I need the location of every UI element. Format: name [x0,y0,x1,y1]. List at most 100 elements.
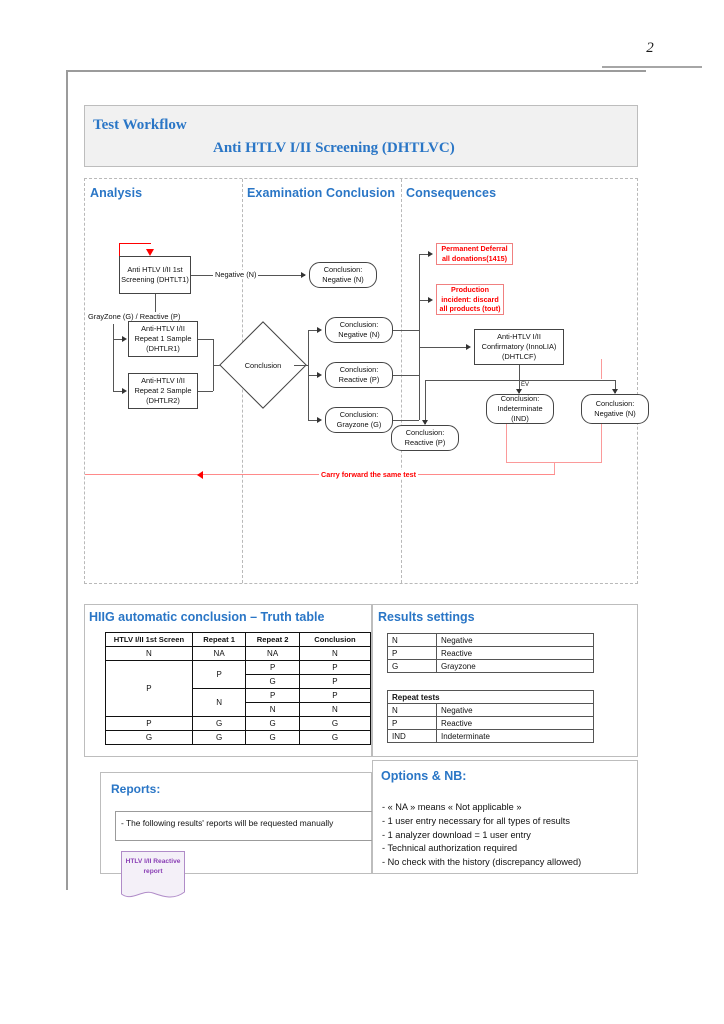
lane-label-consequences: Consequences [406,186,497,200]
edge-reactive-out [393,375,419,376]
table-row: N Negative [387,703,594,717]
arrowhead-conf-negative [611,389,618,394]
lane-label-analysis: Analysis [90,186,143,200]
node-repeat-2-sample[interactable]: Anti-HTLV I/II Repeat 2 Sample (DHTLR2) [128,373,198,409]
edge-branch-to-repeat2 [113,391,125,392]
edge-grayzone-out [393,420,419,421]
node-conclusion-negative-mid[interactable]: Conclusion: Negative (N) [325,317,393,343]
carry-forward-entry-vertical [119,243,120,257]
th-repeat2: Repeat 2 [245,632,300,647]
cell-code: P [387,716,437,730]
truth-table: HTLV I/II 1st Screen Repeat 1 Repeat 2 C… [105,632,372,745]
page-title: Test Workflow [93,117,187,133]
th-repeat1: Repeat 1 [191,632,247,647]
reports-note: - The following results' reports will be… [115,811,377,841]
truth-table-title: HIIG automatic conclusion – Truth table [89,610,325,624]
options-list: - « NA » means « Not applicable » - 1 us… [382,801,581,870]
cell-meaning: Negative [436,633,594,647]
node-conclusion-reactive-confirmatory[interactable]: Conclusion: Reactive (P) [391,425,459,451]
arrowhead-production-incident [428,296,433,303]
reports-panel: Reports: - The following results' report… [100,772,377,898]
results-settings-title: Results settings [378,610,475,624]
cell-conclusion: P [298,688,372,703]
th-conclusion: Conclusion [298,632,372,647]
cell-meaning: Reactive [436,716,594,730]
cell-repeat1: G [191,716,247,731]
node-confirmatory[interactable]: Anti-HTLV I/II Confirmatory (InnoLIA) (D… [474,329,564,365]
table-row: P Reactive [387,646,594,660]
list-item: - 1 analyzer download = 1 user entry [382,829,531,840]
edge-to-permanent-deferral [419,254,431,255]
node-first-screening[interactable]: Anti HTLV I/II 1st Screening (DHTLT1) [119,256,191,294]
title-band: Test Workflow Anti HTLV I/II Screening (… [84,105,638,167]
cell-repeat1: P [191,660,247,689]
page-subtitle: Anti HTLV I/II Screening (DHTLVC) [213,140,455,156]
table-row: IND Indeterminate [387,729,594,743]
results-primary-table: N Negative P Reactive G Grayzone [387,633,594,673]
edge-label-negative: Negative (N) [213,270,259,279]
node-conclusion-reactive[interactable]: Conclusion: Reactive (P) [325,362,393,388]
carry-forward-label: Carry forward the same test [319,470,419,479]
arrowhead-negative-mid [317,326,322,333]
node-conclusion-grayzone[interactable]: Conclusion: Grayzone (G) [325,407,393,433]
carry-red-neg-down [601,424,602,462]
edge-consequence-spine [419,254,420,420]
page-frame-left [66,70,68,890]
arrowhead-to-negative-top [301,271,306,278]
cell-conclusion: N [298,646,372,661]
carry-forward-arrowhead-down [146,249,154,256]
table-row: P G G G [105,716,372,731]
node-permanent-deferral[interactable]: Permanent Deferral all donations(1415) [436,243,513,265]
th-screen: HTLV I/II 1st Screen [105,632,193,647]
cell-repeat2: P [245,660,300,675]
node-production-incident[interactable]: Production incident: discard all product… [436,284,504,315]
list-item: - No check with the history (discrepancy… [382,857,582,868]
table-row: N Negative [387,633,594,647]
edge-diamond-out [294,365,308,366]
table-row: N P P [106,688,372,717]
results-settings-panel: Results settings N Negative P Reactive G… [372,604,638,757]
carry-red-right-vertical [601,359,602,379]
cell-meaning: Grayzone [436,659,594,673]
node-conclusion-decision-label: Conclusion [244,361,282,370]
cell-screen: P [105,716,193,731]
edge-to-grayzone [308,420,320,421]
arrowhead-repeat1 [122,335,127,342]
cell-screen: P [105,660,193,717]
arrowhead-confirmatory [466,343,471,350]
edge-to-confirmatory [419,347,469,348]
edge-screening-down [155,294,156,318]
cell-screen: N [105,646,193,661]
cell-conclusion: N [298,702,372,717]
edge-confirmatory-down [519,365,520,380]
node-repeat-1-sample[interactable]: Anti-HTLV I/II Repeat 1 Sample (DHTLR1) [128,321,198,357]
list-item: - 1 user entry necessary for all types o… [382,815,570,826]
cell-code: N [387,703,437,717]
list-item: - « NA » means « Not applicable » [382,802,522,812]
edge-branch-to-repeat1 [113,339,125,340]
cell-repeat2: P [245,688,300,703]
node-conclusion-negative-top[interactable]: Conclusion: Negative (N) [309,262,377,288]
node-conclusion-negative-confirmatory[interactable]: Conclusion: Negative (N) [581,394,649,424]
table-header-row: Repeat tests [387,690,594,704]
cell-code: IND [387,729,437,743]
cell-code: P [387,646,437,660]
cell-repeat2: G [245,716,300,731]
page-frame-top [66,70,646,72]
node-conclusion-indeterminate[interactable]: Conclusion: Indeterminate (IND) [486,394,554,424]
table-row: P P P P [105,660,372,717]
cell-conclusion: G [298,730,372,745]
carry-forward-arrowhead-left [197,470,203,479]
repeat-tests-header: Repeat tests [387,690,594,704]
arrowhead-grayzone [317,416,322,423]
edge-to-production-incident [419,300,431,301]
report-document-label: HTLV I/II Reactive report [125,858,181,875]
cell-meaning: Negative [436,703,594,717]
cell-repeat2: G [245,674,300,689]
carry-red-ind-down [506,424,507,462]
report-document-shape[interactable] [121,851,185,889]
cell-repeat1: NA [191,646,247,661]
cell-repeat1: G [191,730,247,745]
arrowhead-conf-reactive [421,420,428,425]
edge-confirmatory-to-reactive [425,380,426,424]
